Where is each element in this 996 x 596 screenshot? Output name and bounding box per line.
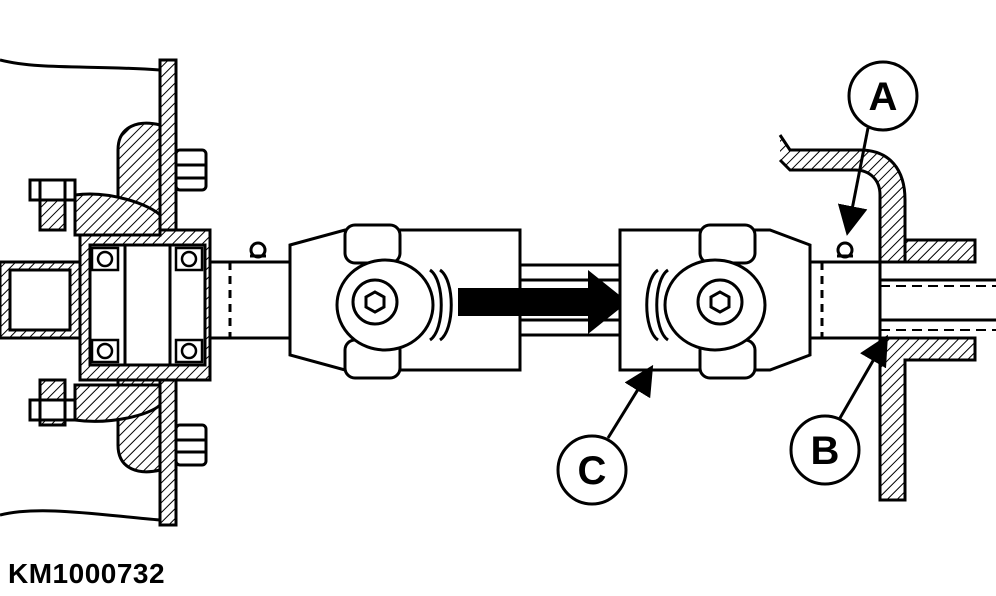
right-shaft (808, 241, 996, 340)
callout-c: C (556, 364, 654, 506)
left-flange (28, 178, 77, 427)
bearing-lower (90, 338, 204, 364)
callout-b: B (789, 334, 888, 486)
callout-a: A (837, 60, 919, 236)
frame-bolts (174, 148, 208, 467)
callout-b-label: B (811, 429, 840, 473)
right-universal-joint (618, 223, 812, 380)
left-universal-joint (288, 223, 522, 380)
callout-a-label: A (869, 75, 898, 119)
right-housing (778, 134, 977, 502)
hub-shaft (0, 243, 172, 367)
bearing-upper (90, 246, 204, 272)
figure-id: KM1000732 (8, 558, 166, 589)
callout-c-label: C (578, 449, 607, 493)
